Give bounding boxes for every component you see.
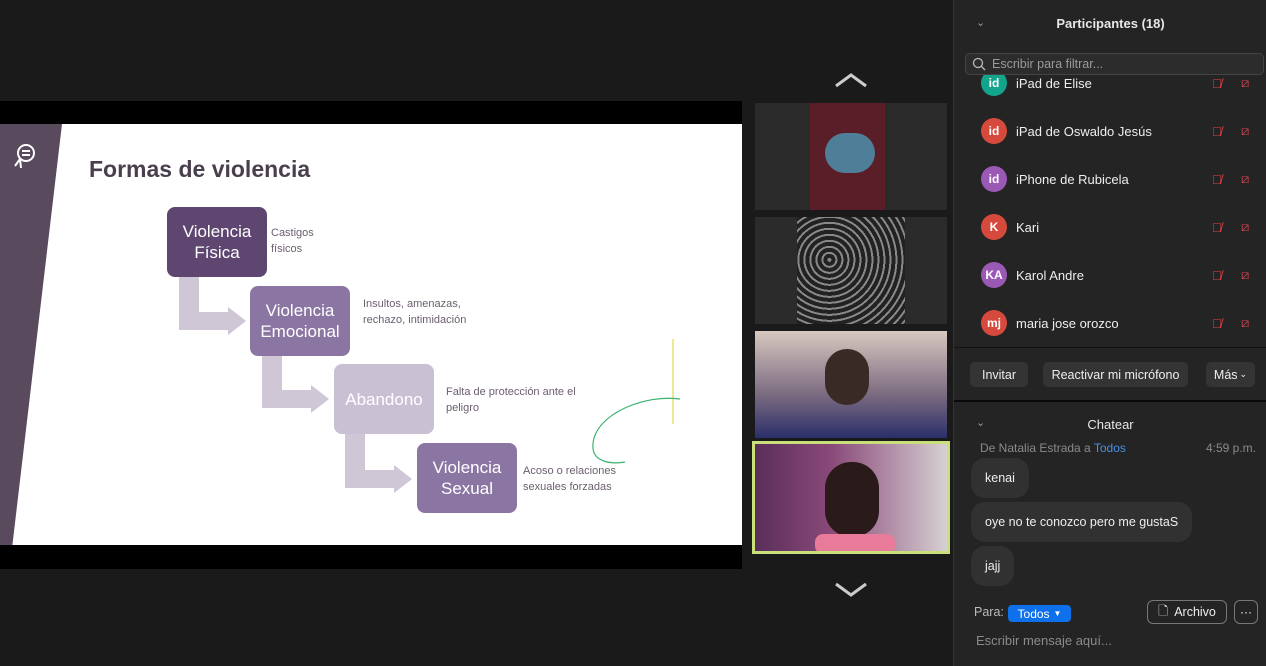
collapse-participants-chevron-icon[interactable]: ⌄ bbox=[976, 17, 986, 29]
video-thumbnail[interactable] bbox=[755, 331, 947, 438]
flow-arrow bbox=[262, 390, 312, 408]
search-icon bbox=[972, 57, 986, 71]
step-description: Falta de protección ante el peligro bbox=[446, 386, 576, 414]
message-recipient: Todos bbox=[1093, 441, 1126, 455]
recipient-value: Todos bbox=[1017, 606, 1050, 621]
video-off-icon[interactable]: ⧄ bbox=[1241, 123, 1250, 138]
participant-name: Karol Andre bbox=[1016, 267, 1084, 283]
participant-row[interactable]: KA Karol Andre 🎙̸ ⧄ bbox=[954, 251, 1266, 299]
muted-mic-icon[interactable]: 🎙̸ bbox=[1212, 75, 1222, 91]
unmute-button[interactable]: Reactivar mi micrófono bbox=[1043, 362, 1188, 387]
invite-button[interactable]: Invitar bbox=[970, 362, 1028, 387]
video-stage: Formas de violencia Violencia Física Cas… bbox=[0, 70, 950, 600]
chat-message: jajj bbox=[971, 546, 1015, 586]
divider bbox=[954, 400, 1266, 402]
participant-row[interactable]: id iPad de Elise 🎙̸ ⧄ bbox=[954, 75, 1266, 107]
step-description: Insultos, amenazas, rechazo, intimidació… bbox=[363, 298, 467, 326]
video-thumbnail[interactable] bbox=[755, 217, 947, 324]
video-off-icon[interactable]: ⧄ bbox=[1241, 315, 1250, 330]
video-off-icon[interactable]: ⧄ bbox=[1241, 75, 1250, 90]
chat-message: oye no te conozco pero me gustaS bbox=[971, 502, 1193, 542]
divider bbox=[954, 347, 1266, 348]
chevron-down-icon: ⌄ bbox=[1239, 369, 1248, 379]
participant-row[interactable]: mj maria jose orozco 🎙̸ ⧄ bbox=[954, 299, 1266, 347]
step-box: Violencia Emocional bbox=[250, 286, 350, 356]
file-button-label: Archivo bbox=[1174, 605, 1216, 619]
participant-list: id iPad de Elise 🎙̸ ⧄ id iPad de Oswaldo Jes… bbox=[954, 75, 1266, 347]
recipient-dropdown[interactable]: Todos▼ bbox=[1008, 605, 1071, 622]
participant-row[interactable]: id iPad de Oswaldo Jesús 🎙̸ ⧄ bbox=[954, 107, 1266, 155]
muted-mic-icon[interactable]: 🎙̸ bbox=[1212, 123, 1222, 139]
chat-message: kenai bbox=[971, 458, 1029, 498]
flow-arrow bbox=[179, 312, 229, 330]
flow-arrowhead bbox=[394, 465, 412, 493]
shared-screen: Formas de violencia Violencia Física Cas… bbox=[0, 101, 742, 569]
chat-title: Chatear bbox=[1087, 417, 1134, 432]
participant-name: iPad de Oswaldo Jesús bbox=[1016, 123, 1152, 139]
flow-arrow bbox=[345, 470, 395, 488]
video-thumbnail-active-speaker[interactable] bbox=[752, 441, 950, 554]
muted-mic-icon[interactable]: 🎙̸ bbox=[1212, 315, 1222, 331]
muted-mic-icon[interactable]: 🎙̸ bbox=[1212, 219, 1222, 235]
filter-placeholder: Escribir para filtrar... bbox=[992, 57, 1104, 71]
collapse-chat-chevron-icon[interactable]: ⌄ bbox=[976, 417, 986, 429]
flow-arrowhead bbox=[228, 307, 246, 335]
flow-arrowhead bbox=[311, 385, 329, 413]
chat-more-button[interactable]: ··· bbox=[1234, 600, 1258, 624]
caret-down-icon: ▼ bbox=[1053, 609, 1062, 618]
step-box: Violencia Sexual bbox=[417, 443, 517, 513]
participant-row[interactable]: K Kari 🎙̸ ⧄ bbox=[954, 203, 1266, 251]
more-label: Más bbox=[1213, 367, 1238, 382]
muted-mic-icon[interactable]: 🎙̸ bbox=[1212, 171, 1222, 187]
muted-mic-icon[interactable]: 🎙̸ bbox=[1212, 267, 1222, 283]
slide-side-band bbox=[0, 124, 62, 545]
chat-message-input[interactable]: Escribir mensaje aquí... bbox=[976, 633, 1112, 648]
participant-filter-input[interactable]: Escribir para filtrar... bbox=[965, 53, 1264, 75]
to-label: Para: bbox=[974, 605, 1004, 619]
participant-row[interactable]: id iPhone de Rubicela 🎙̸ ⧄ bbox=[954, 155, 1266, 203]
sidebar: ⌄ Participantes (18) Escribir para filtr… bbox=[953, 0, 1266, 666]
video-off-icon[interactable]: ⧄ bbox=[1241, 267, 1250, 282]
file-icon: 🗋 bbox=[1158, 603, 1169, 618]
participants-title: Participantes (18) bbox=[1056, 16, 1165, 31]
avatar: K bbox=[981, 214, 1007, 240]
ellipsis-icon: ··· bbox=[1240, 605, 1252, 619]
participant-name: iPad de Elise bbox=[1016, 75, 1092, 91]
message-meta: De Natalia Estrada a Todos 4:59 p.m. bbox=[980, 441, 1256, 455]
avatar: id bbox=[981, 75, 1007, 96]
participant-name: iPhone de Rubicela bbox=[1016, 171, 1129, 187]
avatar: mj bbox=[981, 310, 1007, 336]
step-box: Abandono bbox=[334, 364, 434, 434]
annotation-drawing bbox=[592, 339, 681, 464]
message-sender: De Natalia Estrada a bbox=[980, 441, 1091, 455]
participant-name: Kari bbox=[1016, 219, 1040, 235]
avatar: id bbox=[981, 166, 1007, 192]
avatar: id bbox=[981, 118, 1007, 144]
slide-title: Formas de violencia bbox=[89, 156, 311, 182]
file-button[interactable]: 🗋 Archivo bbox=[1147, 600, 1227, 624]
video-thumbnail[interactable] bbox=[755, 103, 947, 210]
more-button[interactable]: Más⌄ bbox=[1206, 362, 1255, 387]
participant-name: maria jose orozco bbox=[1016, 315, 1119, 331]
scroll-up-chevron-icon[interactable] bbox=[834, 70, 868, 90]
step-description: Castigos físicos bbox=[271, 227, 314, 255]
message-time: 4:59 p.m. bbox=[1205, 441, 1256, 455]
avatar: KA bbox=[981, 262, 1007, 288]
presentation-slide: Formas de violencia Violencia Física Cas… bbox=[0, 124, 742, 545]
video-off-icon[interactable]: ⧄ bbox=[1241, 219, 1250, 234]
scroll-down-chevron-icon[interactable] bbox=[834, 580, 868, 600]
step-box: Violencia Física bbox=[167, 207, 267, 277]
step-description: Acoso o relaciones sexuales forzadas bbox=[523, 465, 616, 493]
speech-logo-icon bbox=[12, 142, 38, 169]
video-off-icon[interactable]: ⧄ bbox=[1241, 171, 1250, 186]
